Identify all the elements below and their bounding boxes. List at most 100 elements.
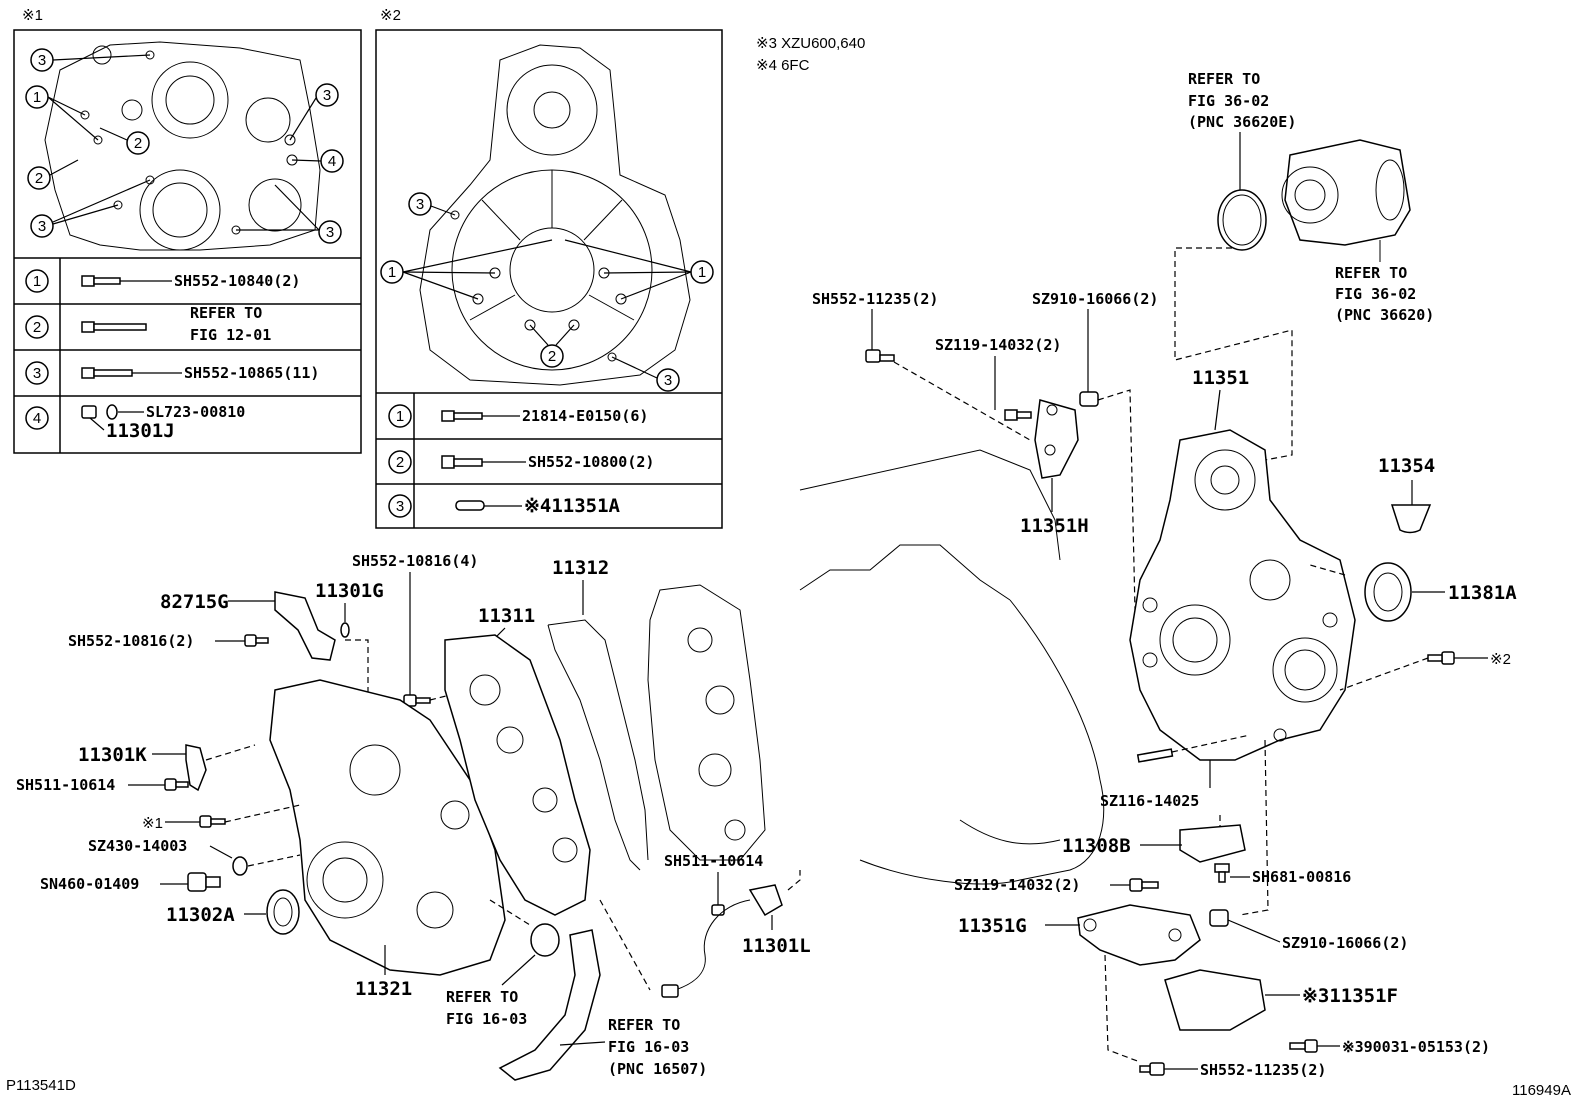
refer-36-02: REFER TO FIG 36-02 (PNC 36620) (1335, 264, 1434, 324)
inset1-row-2: 2 REFER TO FIG 12-01 (25, 304, 271, 344)
housing-11351: 11351 (1129, 367, 1356, 761)
footer-left-code: P113541D (6, 1077, 76, 1094)
flywheel-housing-sketch (419, 44, 691, 386)
svg-text:11308B: 11308B (1062, 835, 1131, 857)
svg-text:11311: 11311 (478, 605, 535, 627)
svg-text:SH552-11235(2): SH552-11235(2) (812, 290, 938, 308)
inset2-callout-3b: 3 (611, 356, 680, 392)
cap-11354: 11354 (1378, 455, 1435, 534)
bolt-sh552-10816-2: SH552-10816(2) (68, 632, 269, 650)
svg-text:3: 3 (664, 372, 672, 389)
svg-text:※2: ※2 (1490, 651, 1511, 668)
inset1-row-3: 3 SH552-10865(11) (25, 361, 319, 385)
note-4: ※4 6FC (756, 57, 810, 74)
svg-text:SH552-10800(2): SH552-10800(2) (528, 453, 654, 471)
o-ring-icon (1217, 189, 1267, 251)
svg-text:SZ116-14025: SZ116-14025 (1100, 792, 1199, 810)
stud-sz116-14025: SZ116-14025 (1100, 734, 1251, 810)
inset1-mark: ※1 (22, 7, 43, 24)
svg-text:1: 1 (33, 89, 41, 106)
svg-text:※1: ※1 (142, 815, 163, 832)
svg-text:SH681-00816: SH681-00816 (1252, 868, 1351, 886)
inset1-row-4: 4 SL723-00810 11301J (25, 403, 245, 442)
inset2-row-3: 3 ※411351A (388, 494, 621, 518)
svg-text:3: 3 (396, 498, 404, 515)
svg-text:2: 2 (134, 135, 142, 152)
front-cover-outline (647, 584, 766, 861)
svg-text:※390031-05153(2): ※390031-05153(2) (1342, 1038, 1490, 1056)
bracket-11351h: 11351H (1020, 399, 1089, 537)
svg-text:3: 3 (38, 218, 46, 235)
inset1-callout-1: 1 (25, 85, 99, 141)
front-case-sketch (44, 41, 321, 251)
seal-11302a: 11302A (166, 889, 300, 935)
svg-text:※411351A: ※411351A (524, 495, 621, 517)
svg-text:FIG 12-01: FIG 12-01 (190, 326, 271, 344)
svg-text:11354: 11354 (1378, 455, 1435, 477)
inset2-callout-1a: 1 (380, 239, 553, 300)
svg-text:※311351F: ※311351F (1302, 985, 1398, 1007)
sensor-11301k: 11301K (78, 744, 207, 792)
svg-text:2: 2 (33, 319, 41, 336)
svg-text:SH552-10865(11): SH552-10865(11) (184, 364, 319, 382)
svg-text:SH511-10614: SH511-10614 (664, 852, 763, 870)
bracket-82715g: 82715G (160, 591, 336, 661)
label-sz119-14032-top: SZ119-14032(2) (935, 336, 1061, 410)
label-sh552-11235-top: SH552-11235(2) (812, 290, 938, 350)
collar-icon (1079, 391, 1099, 407)
svg-text:FIG 16-03: FIG 16-03 (446, 1010, 527, 1028)
inset-1: ※1 3 (13, 7, 362, 454)
svg-text:SZ430-14003: SZ430-14003 (88, 837, 187, 855)
svg-text:3: 3 (326, 224, 334, 241)
bolt-mark1: ※1 (142, 815, 226, 832)
pto-unit-sketch (1281, 139, 1411, 262)
svg-text:SZ119-14032(2): SZ119-14032(2) (935, 336, 1061, 354)
plug-sn460-01409: SN460-01409 (40, 872, 221, 893)
inset1-callout-3c: 3 (289, 83, 339, 141)
svg-text:3: 3 (323, 87, 331, 104)
svg-text:2: 2 (548, 348, 556, 365)
svg-text:SH552-10816(4): SH552-10816(4) (352, 552, 478, 570)
svg-text:REFER TO: REFER TO (608, 1016, 680, 1034)
svg-text:1: 1 (396, 408, 404, 425)
svg-text:11301L: 11301L (742, 935, 811, 957)
inset1-frame (13, 29, 362, 454)
label-sh552-10816-4: SH552-10816(4) (352, 552, 478, 707)
svg-text:FIG 16-03: FIG 16-03 (608, 1038, 689, 1056)
svg-text:FIG 36-02: FIG 36-02 (1188, 92, 1269, 110)
bolt-sz119-14032-bot: SZ119-14032(2) (954, 876, 1159, 894)
bracket-11351f: ※311351F (1164, 969, 1398, 1031)
bolt-icon (81, 275, 95, 287)
oring-refer-16-03: REFER TO FIG 16-03 (446, 899, 560, 1028)
svg-text:1: 1 (388, 264, 396, 281)
svg-text:SZ119-14032(2): SZ119-14032(2) (954, 876, 1080, 894)
bolt-390031-05153: ※390031-05153(2) (1289, 1038, 1490, 1056)
svg-text:11351G: 11351G (958, 915, 1027, 937)
svg-text:4: 4 (328, 153, 336, 170)
washer-sz430-14003: SZ430-14003 (88, 837, 248, 876)
label-sz910-16066-top: SZ910-16066(2) (1032, 290, 1158, 392)
svg-text:1: 1 (698, 264, 706, 281)
svg-text:SZ910-16066(2): SZ910-16066(2) (1282, 934, 1408, 952)
svg-text:11321: 11321 (355, 978, 412, 1000)
seal-11381a: 11381A (1364, 562, 1517, 622)
svg-text:11381A: 11381A (1448, 582, 1517, 604)
bolt-sh552-11235-top (865, 349, 895, 363)
inset2-mark: ※2 (380, 7, 401, 24)
bolt-icon (81, 321, 95, 333)
svg-text:4: 4 (33, 410, 41, 427)
dowel-pin-icon (455, 500, 485, 511)
svg-text:SL723-00810: SL723-00810 (146, 403, 245, 421)
svg-text:11302A: 11302A (166, 904, 235, 926)
engine-block-outline (799, 449, 1105, 885)
bolt-sz119-14032-top (1004, 409, 1032, 421)
svg-text:2: 2 (396, 454, 404, 471)
plate-11308b: 11308B (1062, 824, 1246, 863)
svg-text:SH552-11235(2): SH552-11235(2) (1200, 1061, 1326, 1079)
bolt-sh511-10614-left: SH511-10614 (16, 776, 189, 794)
svg-text:1: 1 (33, 273, 41, 290)
svg-text:11301G: 11301G (315, 580, 384, 602)
gasket-11312: 11312 (547, 557, 649, 871)
svg-text:11351: 11351 (1192, 367, 1249, 389)
svg-text:SH552-10816(2): SH552-10816(2) (68, 632, 194, 650)
